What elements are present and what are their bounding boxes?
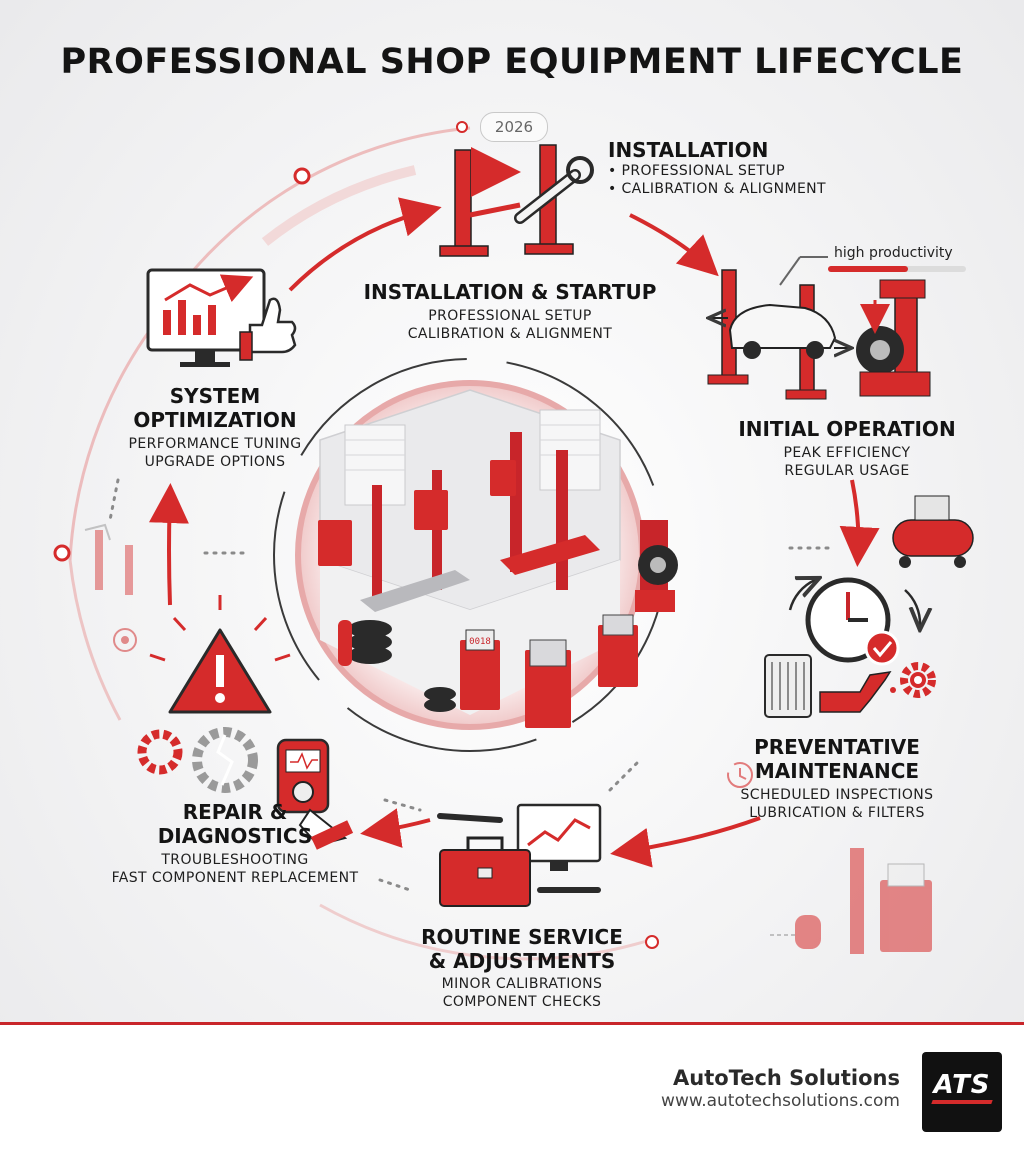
outer-cycle-ring: [53, 121, 659, 961]
dotted-connectors: [108, 478, 832, 892]
monitor-chart-icon: [516, 803, 602, 871]
gear-icon: [900, 662, 936, 698]
stage-initial-operation: INITIAL OPERATION PEAK EFFICIENCY REGULA…: [722, 417, 972, 480]
stage-title: OPTIMIZATION: [133, 408, 297, 432]
car-lift-icon: [708, 269, 848, 400]
productivity-bar-fill: [828, 266, 909, 272]
stage-installation-startup: INSTALLATION & STARTUP PROFESSIONAL SETU…: [330, 280, 690, 343]
stage-detail: REGULAR USAGE: [784, 463, 910, 479]
brand-logo-text: ATS: [933, 1070, 991, 1100]
diagnostic-scanner-icon: [276, 738, 354, 850]
footer: [0, 1025, 1024, 1154]
broken-gear-icon: [137, 727, 258, 793]
stage-title: SYSTEM: [169, 384, 261, 408]
installation-callout-bullet: • PROFESSIONAL SETUP: [608, 163, 785, 179]
oil-can-icon: [819, 671, 896, 713]
flow-arrows: [148, 165, 880, 868]
brand-url[interactable]: www.autotechsolutions.com: [661, 1091, 900, 1111]
stage-preventative-maintenance: PREVENTATIVE MAINTENANCE SCHEDULED INSPE…: [712, 735, 962, 822]
monitor-chart-icon: [146, 268, 266, 367]
target-ring: [113, 628, 137, 652]
stage-title: PREVENTATIVE: [754, 735, 920, 759]
footer-divider: [0, 1022, 1024, 1025]
stage-detail: COMPONENT CHECKS: [442, 994, 602, 1010]
stage-detail: PEAK EFFICIENCY: [783, 445, 911, 461]
air-compressor-icon: [892, 495, 974, 568]
stage-title: INSTALLATION & STARTUP: [363, 280, 657, 304]
stage-title: MAINTENANCE: [754, 759, 920, 783]
wrench-icon: [514, 156, 594, 224]
diagram-artwork: 0018: [53, 121, 974, 961]
oil-filter-icon: [764, 654, 812, 718]
stage-title: INITIAL OPERATION: [738, 417, 956, 441]
stage-routine-service: ROUTINE SERVICE & ADJUSTMENTS MINOR CALI…: [402, 925, 642, 1011]
productivity-bar: [828, 266, 966, 272]
warning-icon: [149, 595, 291, 714]
stage-detail: TROUBLESHOOTING: [161, 852, 309, 868]
stage-title: DIAGNOSTICS: [157, 824, 313, 848]
stage-system-optimization: SYSTEM OPTIMIZATION PERFORMANCE TUNING U…: [90, 384, 340, 471]
installation-callout: INSTALLATION • PROFESSIONAL SETUP • CALI…: [608, 138, 826, 198]
stage-detail: CALIBRATION & ALIGNMENT: [407, 326, 613, 342]
productivity-leader: [779, 256, 801, 286]
stage-detail: MINOR CALIBRATIONS: [441, 976, 603, 992]
thumbs-up-icon: [239, 297, 297, 361]
node-dot: [293, 167, 311, 185]
page-title: PROFESSIONAL SHOP EQUIPMENT LIFECYCLE: [60, 42, 964, 82]
brand-name: AutoTech Solutions: [673, 1066, 900, 1090]
stage-repair-diagnostics: REPAIR & DIAGNOSTICS TROUBLESHOOTING FAS…: [80, 800, 390, 887]
node-dot: [456, 121, 468, 133]
machine-display: 0018: [469, 637, 491, 647]
background-equipment-sketch: [770, 848, 932, 954]
stage-detail: FAST COMPONENT REPLACEMENT: [111, 870, 359, 886]
stage-title: ROUTINE SERVICE: [421, 925, 623, 949]
clock-checkmark-icon: [788, 580, 920, 666]
center-workshop-illustration: 0018: [273, 358, 678, 752]
stage-title: REPAIR &: [182, 800, 288, 824]
stage-detail: PROFESSIONAL SETUP: [428, 308, 592, 324]
node-dot: [645, 935, 659, 949]
stage-detail: SCHEDULED INSPECTIONS: [740, 787, 934, 803]
brand-logo: ATS: [922, 1052, 1002, 1132]
stage-title: & ADJUSTMENTS: [428, 949, 616, 973]
toolbox-icon: [437, 813, 601, 907]
tire-changer-icon: [856, 279, 931, 397]
productivity-label: high productivity: [834, 245, 953, 261]
year-badge: 2026: [480, 112, 548, 142]
stage-detail: PERFORMANCE TUNING: [128, 436, 302, 452]
two-post-lift-icon: [439, 144, 574, 257]
stage-detail: LUBRICATION & FILTERS: [749, 805, 925, 821]
timer-icon: [727, 762, 753, 788]
stage-detail: UPGRADE OPTIONS: [144, 454, 286, 470]
node-dot: [53, 544, 71, 562]
installation-callout-bullet: • CALIBRATION & ALIGNMENT: [608, 181, 827, 197]
background-lift-sketch: [84, 523, 133, 595]
installation-callout-heading: INSTALLATION: [608, 138, 769, 162]
